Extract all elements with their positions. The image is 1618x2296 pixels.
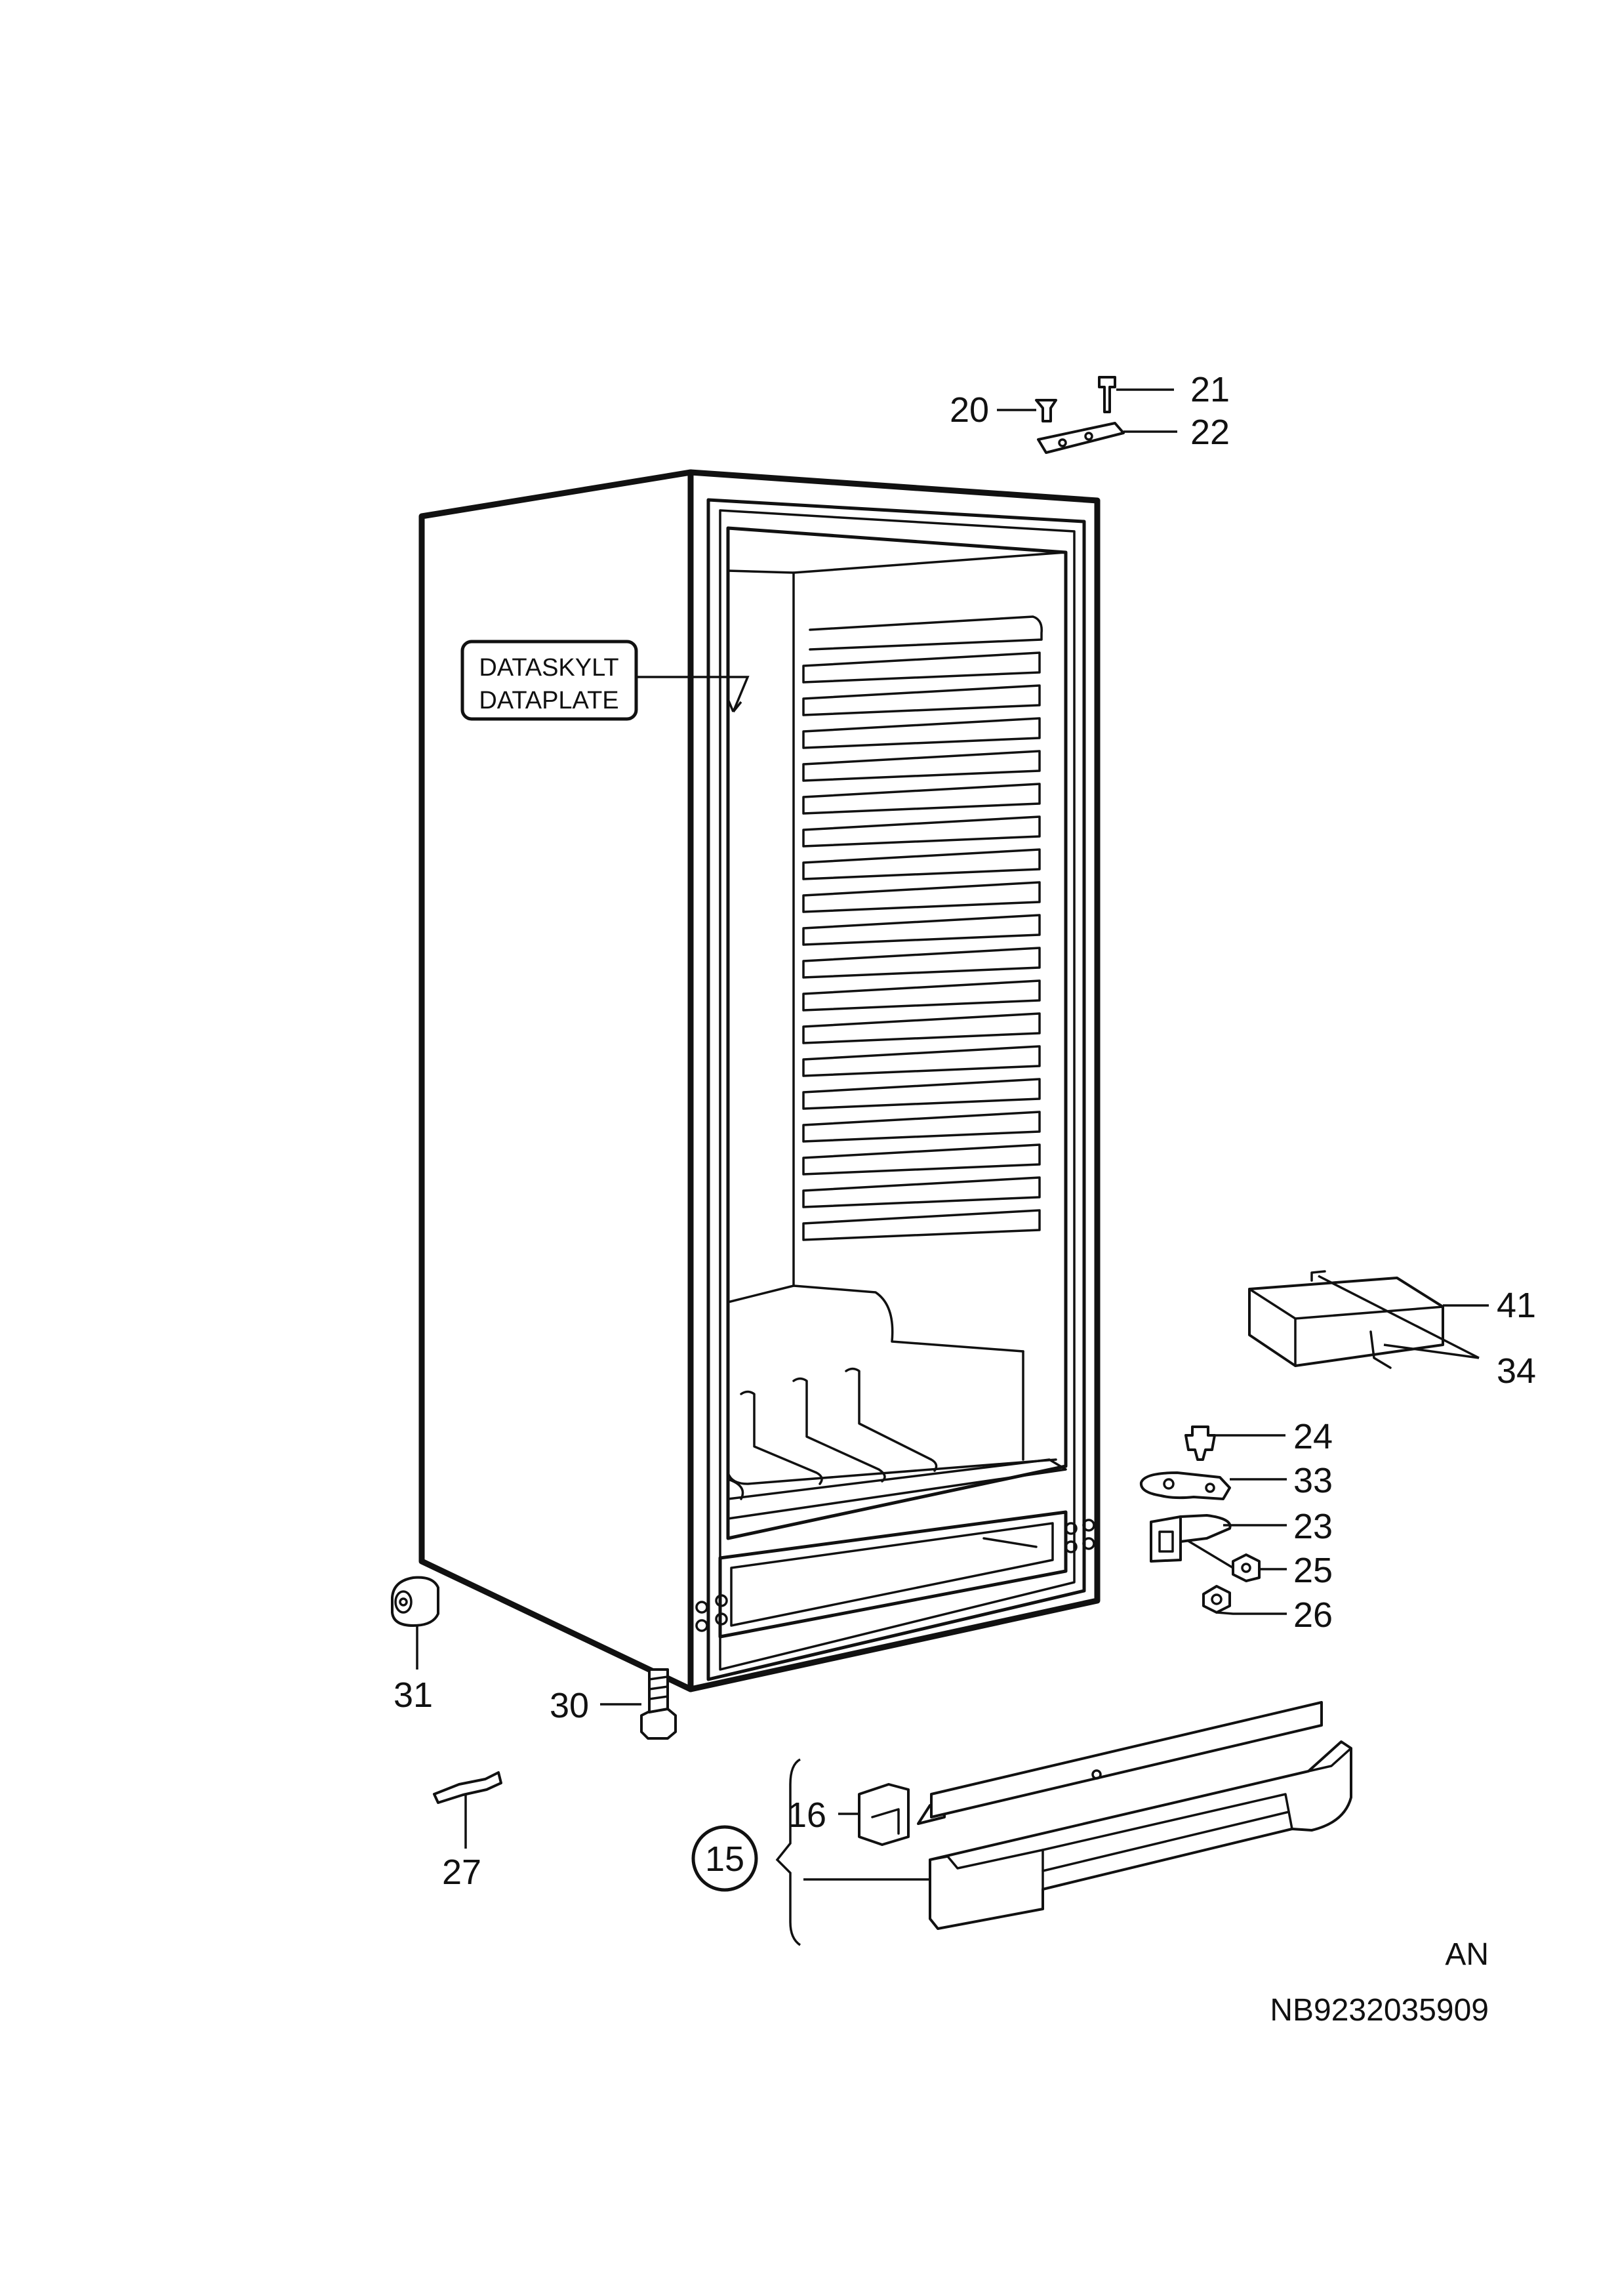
label-line-1: DATASKYLT — [479, 654, 618, 682]
callout-33: 33 — [1293, 1461, 1333, 1500]
cabinet — [418, 469, 1101, 1692]
callout-25: 25 — [1293, 1551, 1333, 1590]
callout-20: 20 — [950, 390, 989, 430]
adjustable-foot — [391, 1576, 439, 1670]
callout-24: 24 — [1293, 1417, 1333, 1456]
variant-code: AN — [1445, 1937, 1489, 1972]
callout-22: 22 — [1190, 413, 1230, 452]
callout-21: 21 — [1190, 370, 1230, 409]
data-plate-label: DATASKYLT DATAPLATE — [460, 640, 750, 721]
label-line-2: DATAPLATE — [479, 687, 618, 714]
top-hinge-parts — [997, 376, 1177, 454]
callout-31: 31 — [394, 1675, 433, 1715]
callout-26: 26 — [1293, 1595, 1333, 1635]
leveling-screw — [600, 1668, 677, 1740]
callout-labels: 20 21 22 41 34 24 33 23 25 26 31 30 27 1… — [394, 370, 1536, 1892]
adjustment-tool — [433, 1771, 502, 1849]
callout-30: 30 — [550, 1686, 589, 1725]
drawing-number: NB9232035909 — [1270, 1993, 1489, 2028]
floor-coils — [727, 1367, 1067, 1520]
kickplate-assembly — [691, 1701, 1352, 1946]
bottom-panel — [718, 1510, 1068, 1639]
rear-ribs — [802, 615, 1043, 1241]
callout-16: 16 — [787, 1795, 826, 1835]
relay-box — [1248, 1270, 1489, 1369]
callout-15: 15 — [705, 1839, 744, 1879]
callout-23: 23 — [1293, 1507, 1333, 1546]
bottom-hinge-parts — [1139, 1425, 1287, 1615]
callout-34: 34 — [1497, 1351, 1536, 1391]
callout-41: 41 — [1497, 1286, 1536, 1325]
hinge-holes — [695, 1519, 1095, 1632]
callout-27: 27 — [442, 1853, 481, 1892]
